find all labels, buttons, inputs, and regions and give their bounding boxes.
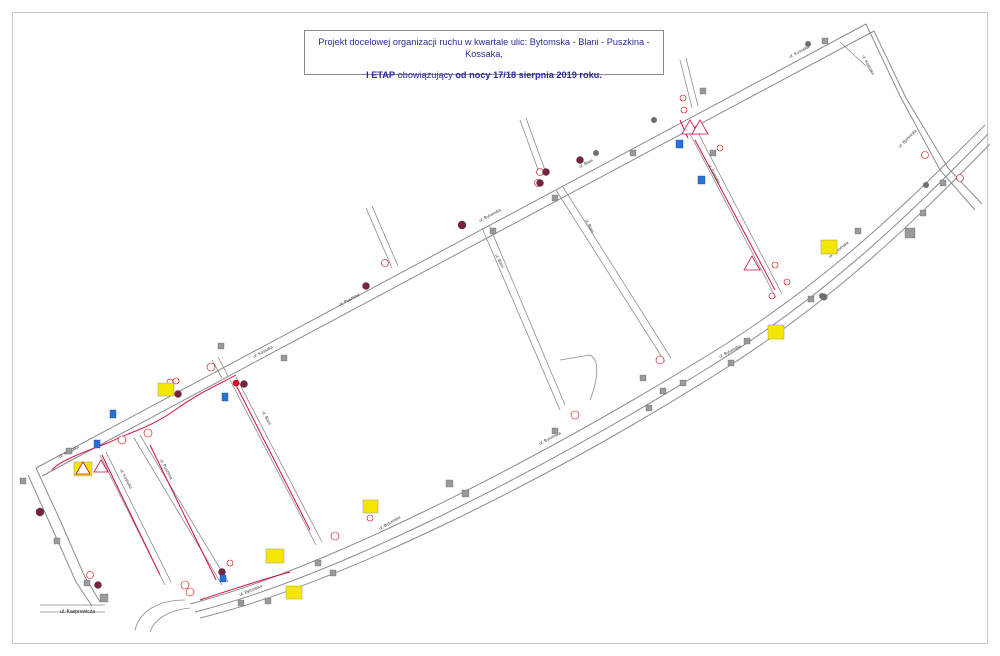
svg-text:ul. Puszkina: ul. Puszkina: [159, 458, 174, 481]
svg-text:ul. Blani: ul. Blani: [261, 410, 272, 426]
svg-text:ul. Bytomska: ul. Bytomska: [538, 430, 562, 446]
cross-streets: [99, 41, 867, 586]
svg-text:ul. Blani: ul. Blani: [578, 157, 594, 168]
title-date: od nocy 17/18 sierpnia 2019 roku.: [455, 69, 602, 80]
signs-blue: [93, 139, 706, 583]
svg-text:ul. Bytomska: ul. Bytomska: [378, 514, 402, 531]
svg-text:ul. Bytomska: ul. Bytomska: [897, 128, 918, 149]
svg-text:ul. Blani: ul. Blani: [584, 218, 595, 234]
title-line2: I ETAP obowiązujący od nocy 17/18 sierpn…: [305, 70, 663, 82]
title-validity-text: obowiązujący: [395, 69, 456, 80]
title-line1: Projekt docelowej organizacji ruchu w kw…: [318, 37, 650, 59]
signs-red-circles: [86, 94, 964, 597]
street-name-labels: ul. Puszkina ul. Bytomska ul. Blani ul. …: [58, 44, 918, 615]
grey-round-markers: [593, 41, 929, 301]
svg-text:ul. Kossaka: ul. Kossaka: [861, 54, 876, 76]
street-label-kasprowicza: ul. Kasprowicza: [60, 609, 95, 615]
svg-text:ul. Bytomska: ul. Bytomska: [718, 343, 742, 359]
signs-triangles: [75, 119, 761, 475]
signs-yellow: [73, 239, 838, 600]
signs-grey: [19, 37, 947, 607]
road-network: [27, 23, 991, 619]
svg-text:ul. Kossaka: ul. Kossaka: [119, 468, 134, 490]
signs-dark-dots: [35, 156, 584, 589]
map-sheet: [12, 12, 988, 644]
junction-lower-left: [40, 599, 191, 633]
route-lines: [51, 119, 776, 601]
svg-text:ul. Blani: ul. Blani: [494, 253, 505, 269]
title-stage: I ETAP: [366, 69, 396, 80]
svg-text:ul. Puszkina: ul. Puszkina: [338, 292, 361, 307]
title-box: Projekt docelowej organizacji ruchu w kw…: [304, 30, 664, 80]
